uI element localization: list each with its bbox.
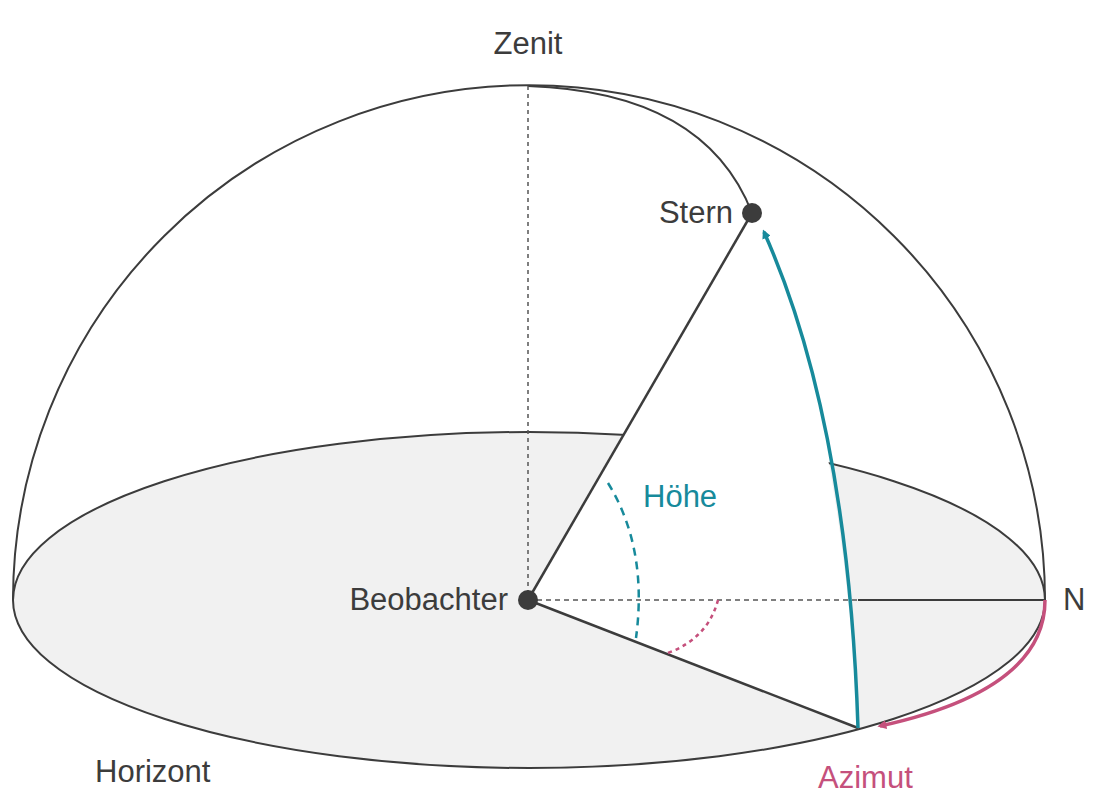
sky-dome (13, 85, 1045, 600)
observer-label: Beobachter (349, 583, 508, 617)
azimuth-angle (668, 600, 718, 653)
azimuth-line (528, 600, 858, 728)
observer-dot (518, 590, 538, 610)
altitude-arc (764, 232, 858, 728)
sight-line (528, 213, 752, 600)
altitude-angle (608, 483, 639, 638)
star-dot (742, 203, 762, 223)
vertical-plane (528, 213, 858, 728)
north-label: N (1063, 583, 1085, 617)
altitude-label: Höhe (643, 480, 717, 514)
azimuth-arc (880, 600, 1045, 726)
north-line (528, 599, 858, 601)
north-line (858, 599, 1045, 601)
horizon-plane (13, 432, 1045, 768)
horizon-label: Horizont (95, 755, 210, 789)
zenith-label: Zenit (494, 27, 563, 61)
azimuth-label: Azimut (818, 761, 913, 795)
star-label: Stern (659, 196, 733, 230)
zenith-line (527, 86, 529, 600)
vertical-circle (528, 86, 752, 213)
